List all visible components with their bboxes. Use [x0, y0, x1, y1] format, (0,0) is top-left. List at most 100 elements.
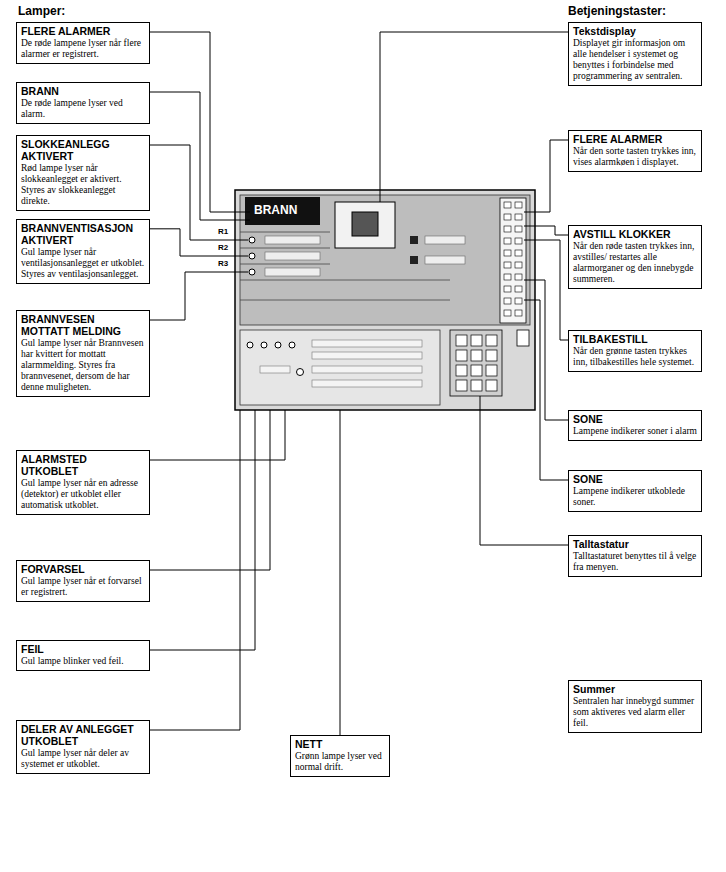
zone-lamp: [515, 202, 522, 208]
callout-heading: DELER AV ANLEGGET UTKOBLET: [21, 723, 145, 747]
leader-line: [150, 410, 270, 570]
keypad: [456, 335, 497, 391]
zone-lamp: [515, 298, 522, 304]
label-plate: [312, 352, 422, 359]
callout-heading: SONE: [573, 473, 697, 485]
panel-row: [240, 280, 450, 281]
panel-label: BRANN: [254, 203, 297, 217]
power-lamp: [297, 369, 304, 376]
callout-heading: BRANNVESEN MOTTATT MELDING: [21, 313, 145, 337]
callout-box: FORVARSELGul lampe lyser når et forvarse…: [16, 560, 150, 602]
lamp: [275, 342, 281, 348]
callout-body: Displayet gir informasjon om alle hendel…: [573, 38, 697, 82]
callout-box: FLERE ALARMERNår den sorte tasten trykke…: [568, 130, 702, 172]
lamp: [261, 342, 267, 348]
leader-line: [150, 145, 248, 240]
callout-heading: SONE: [573, 413, 697, 425]
callout-heading: NETT: [295, 738, 385, 750]
zone-lamp: [504, 226, 511, 232]
lamp: [249, 253, 255, 259]
callout-box: AVSTILL KLOKKERNår den røde tasten trykk…: [568, 225, 702, 289]
column-heading: Lamper:: [18, 4, 65, 18]
callout-box: DELER AV ANLEGGET UTKOBLETGul lampe lyse…: [16, 720, 150, 774]
leader-line: [150, 410, 255, 650]
leader-line: [480, 396, 568, 545]
callout-box: TILBAKESTILLNår den grønne tasten trykke…: [568, 330, 702, 372]
callout-heading: TILBAKESTILL: [573, 333, 697, 345]
callout-heading: FLERE ALARMER: [573, 133, 697, 145]
zone-lamp: [515, 286, 522, 292]
label-plate: [312, 340, 422, 347]
panel-lower-section: [240, 330, 440, 405]
keypad-key: [456, 380, 467, 391]
keypad-key: [471, 335, 482, 346]
leader-line: [524, 140, 568, 212]
label-plate: [312, 366, 422, 373]
zone-lamp: [504, 214, 511, 220]
callout-body: Når den røde tasten trykkes inn, avstill…: [573, 241, 697, 285]
callout-heading: ALARMSTED UTKOBLET: [21, 453, 145, 477]
callout-body: Gul lampe lyser når en adresse (detektor…: [21, 478, 145, 511]
callout-body: Når den sorte tasten trykkes inn, vises …: [573, 146, 697, 168]
callout-body: Gul lampe lyser når deler av systemet er…: [21, 748, 145, 770]
text-display: [335, 202, 395, 248]
callout-box: TekstdisplayDisplayet gir informasjon om…: [568, 22, 702, 86]
callout-heading: AVSTILL KLOKKER: [573, 228, 697, 240]
callout-heading: Talltastatur: [573, 538, 697, 550]
row-label: R1: [218, 227, 228, 236]
keypad-key: [486, 350, 497, 361]
callout-box: TalltastaturTalltastaturet benyttes til …: [568, 535, 702, 577]
panel-row: [240, 264, 330, 265]
keypad-key: [471, 380, 482, 391]
callout-body: De røde lampene lyser når flere alarmer …: [21, 38, 145, 60]
panel-row: [240, 300, 450, 301]
key: [410, 256, 418, 264]
callout-box: SummerSentralen har innebygd summer som …: [568, 680, 702, 733]
zone-lamp: [515, 226, 522, 232]
callout-body: Grønn lampe lyser ved normal drift.: [295, 751, 385, 773]
keypad-key: [471, 365, 482, 376]
row-label: R3: [218, 259, 228, 268]
panel-housing: [235, 190, 535, 410]
zone-lamp: [515, 214, 522, 220]
zone-lamp: [504, 250, 511, 256]
leader-line: [150, 410, 240, 730]
fire-panel: [235, 190, 535, 410]
callout-heading: Summer: [573, 683, 697, 695]
key-label-plate: [425, 256, 465, 264]
keypad-key: [456, 335, 467, 346]
zone-lamp: [515, 310, 522, 316]
callout-box: FLERE ALARMERDe røde lampene lyser når f…: [16, 22, 150, 64]
lamp: [249, 269, 255, 275]
zone-lamp: [504, 310, 511, 316]
callout-heading: BRANN: [21, 85, 145, 97]
callout-body: Lampene indikerer soner i alarm: [573, 426, 697, 437]
callout-box: SONELampene indikerer utkoblede soner.: [568, 470, 702, 512]
zone-lamp: [515, 250, 522, 256]
callout-body: Lampene indikerer utkoblede soner.: [573, 486, 697, 508]
leader-line: [150, 229, 248, 256]
leader-line: [380, 32, 568, 202]
row-label: R2: [218, 243, 228, 252]
keypad-key: [486, 335, 497, 346]
callout-body: Sentralen har innebygd summer som aktive…: [573, 696, 697, 729]
leader-line: [150, 92, 250, 220]
zone-lamp: [504, 202, 511, 208]
keypad-key: [486, 380, 497, 391]
callout-body: Gul lampe blinker ved feil.: [21, 656, 145, 667]
callout-heading: SLOKKEANLEGG AKTIVERT: [21, 138, 145, 162]
zone-lamp: [515, 262, 522, 268]
keypad-key: [471, 350, 482, 361]
callout-body: Gul lampe lyser når Brannvesen har kvitt…: [21, 338, 145, 393]
panel-upper-section: [240, 195, 530, 325]
zone-lamp: [504, 274, 511, 280]
lower-lamps: [247, 340, 422, 387]
key: [410, 236, 418, 244]
callout-box: FEILGul lampe blinker ved feil.: [16, 640, 150, 671]
zone-lamp: [504, 286, 511, 292]
callout-box: BRANNDe røde lampene lyser ved alarm.: [16, 82, 150, 124]
label-plate: [260, 366, 290, 373]
callout-heading: BRANNVENTISASJON AKTIVERT: [21, 222, 145, 246]
leader-line: [150, 272, 248, 320]
